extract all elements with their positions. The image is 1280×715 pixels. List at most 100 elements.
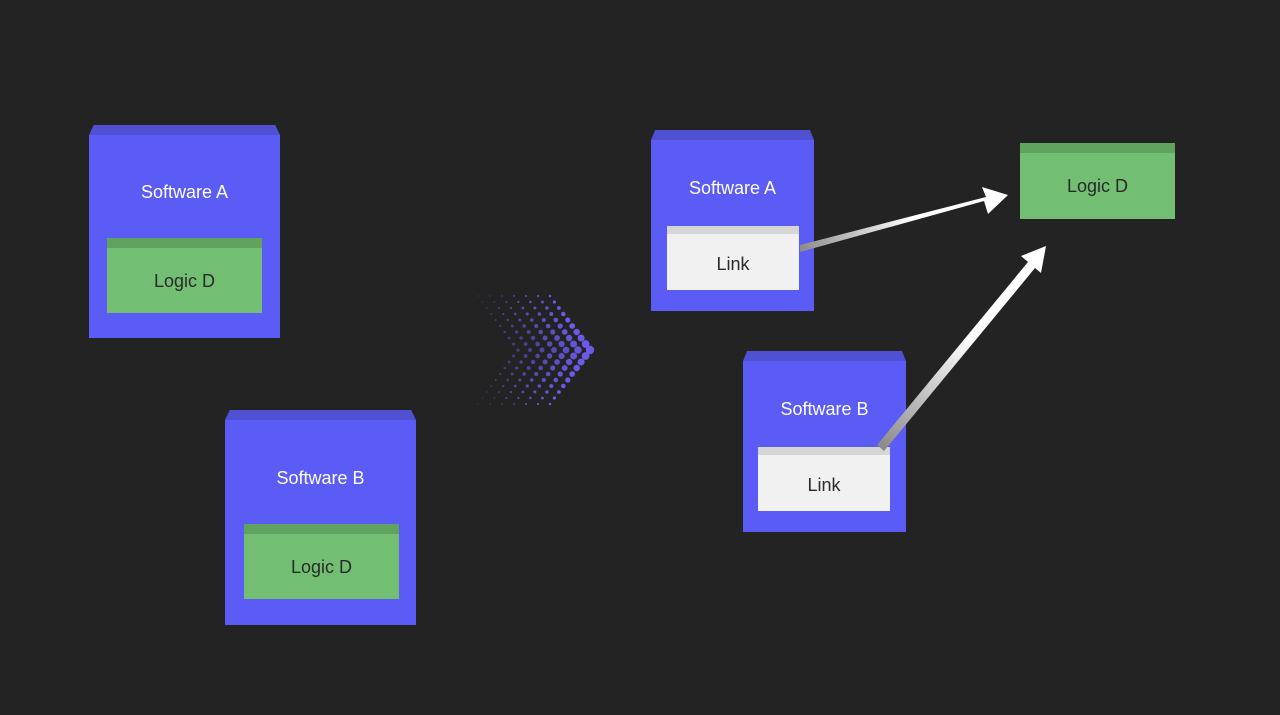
chevron-dot: [569, 323, 576, 329]
chevron-dot: [493, 301, 496, 303]
chevron-dot: [502, 312, 505, 316]
chevron-dot: [550, 365, 556, 371]
chevron-dot: [538, 365, 543, 371]
chevron-dot: [550, 329, 556, 335]
chevron-dot: [499, 372, 502, 376]
chevron-dot: [519, 360, 523, 364]
chevron-dot: [561, 365, 568, 371]
chevron-dot: [494, 378, 497, 382]
logic-d-label-in-software-a: Logic D: [153, 271, 216, 291]
chevron-dot: [489, 403, 491, 405]
chevron-dot: [539, 347, 545, 353]
chevron-dot: [573, 364, 580, 372]
chevron-dot: [518, 378, 522, 382]
chevron-dot: [516, 348, 520, 352]
chevron-dot: [561, 329, 568, 335]
chevron-dot: [502, 384, 505, 388]
chevron-dot: [513, 295, 515, 297]
chevron-dot: [526, 366, 531, 370]
chevron-dot: [577, 334, 585, 342]
chevron-dot: [542, 359, 548, 365]
chevron-dot: [507, 336, 511, 340]
chevron-dot: [497, 307, 500, 309]
chevron-dot: [501, 403, 503, 405]
chevron-dot: [526, 330, 531, 334]
chevron-dot: [546, 341, 553, 347]
dotted-chevron-right-icon: [477, 294, 595, 406]
chevron-dot: [530, 318, 534, 322]
chevron-dot: [517, 396, 520, 400]
chevron-dot: [570, 340, 578, 348]
chevron-dot: [534, 371, 539, 377]
link-label-in-software-a: Link: [716, 254, 750, 274]
chevron-dot: [497, 391, 500, 393]
chevron-dot: [486, 307, 488, 309]
chevron-dot: [540, 396, 544, 400]
chevron-dot: [499, 324, 502, 328]
chevron-dot: [525, 384, 529, 388]
chevron-dot: [552, 396, 556, 400]
arrow-software-a-to-logic-d: [800, 187, 1008, 252]
chevron-dot: [512, 354, 516, 358]
chevron-dot: [507, 360, 511, 364]
chevron-dot: [554, 359, 560, 365]
chevron-dot: [513, 384, 517, 388]
chevron-dot: [562, 346, 570, 354]
chevron-dot: [493, 397, 496, 399]
chevron-dot: [565, 317, 571, 323]
chevron-dot: [521, 306, 525, 310]
software-b-title-before: Software B: [276, 468, 365, 488]
chevron-dot: [545, 306, 549, 310]
chevron-dot: [509, 390, 513, 394]
chevron-dot: [517, 300, 520, 304]
chevron-dot: [523, 342, 528, 346]
chevron-dot: [545, 390, 549, 394]
chevron-dot: [524, 294, 528, 298]
chevron-dot: [573, 328, 580, 336]
chevron-dot: [494, 318, 497, 322]
chevron-dot: [553, 377, 559, 383]
chevron-dot: [569, 371, 576, 377]
chevron-dot: [505, 397, 508, 399]
chevron-dot: [510, 372, 514, 376]
chevron-dot: [503, 330, 506, 334]
chevron-dot: [513, 403, 515, 405]
chevron-dot: [558, 340, 565, 348]
chevron-dot: [530, 359, 536, 365]
chevron-dot: [481, 301, 484, 303]
chevron-dot: [541, 377, 546, 383]
chevron-dot: [522, 372, 526, 376]
chevron-dot: [585, 345, 595, 355]
chevron-dot: [565, 358, 573, 366]
chevron-dot: [548, 294, 552, 298]
chevron-dot: [477, 403, 479, 405]
chevron-dot: [565, 377, 571, 383]
software-b-box-before: Software B Logic D: [225, 420, 416, 625]
chevron-dot: [545, 371, 551, 377]
chevron-dot: [554, 335, 560, 341]
chevron-dot: [505, 301, 508, 303]
software-a-box-after: Software A Link: [651, 140, 814, 311]
chevron-dot: [523, 354, 528, 358]
link-box-in-software-a: Link: [667, 226, 799, 290]
chevron-dot: [537, 384, 542, 388]
software-b-title-after: Software B: [780, 399, 869, 419]
chevron-dot: [546, 353, 553, 359]
link-box-in-software-b: Link: [758, 447, 890, 511]
chevron-dot: [515, 330, 519, 334]
chevron-dot: [527, 347, 533, 353]
chevron-dot: [506, 378, 510, 382]
chevron-dot: [552, 300, 556, 304]
chevron-dot: [538, 329, 543, 335]
chevron-dot: [577, 358, 585, 366]
chevron-dot: [558, 352, 565, 360]
shared-logic-d-box: Logic D: [1020, 143, 1175, 219]
chevron-dot: [553, 317, 559, 323]
arrow-right-icon: [800, 187, 1008, 252]
chevron-dot: [519, 336, 523, 340]
chevron-dot: [515, 366, 519, 370]
chevron-dot: [522, 324, 526, 328]
chevron-dot: [551, 347, 557, 353]
logic-d-box-in-software-a: Logic D: [107, 238, 262, 313]
